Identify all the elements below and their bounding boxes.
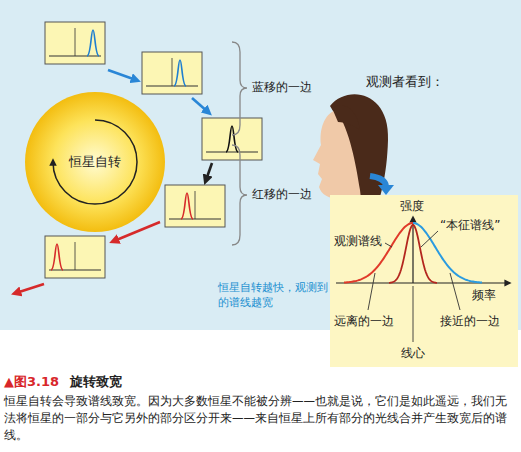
- side-label: 接近的一边: [440, 313, 500, 330]
- motion-arrow: [108, 70, 136, 80]
- side-label: 红移的一边: [252, 187, 312, 202]
- bracket: [232, 42, 247, 135]
- spectrum-box: [202, 118, 262, 160]
- curve-label: 观测谱线: [334, 233, 382, 250]
- spectrum-box: [165, 185, 225, 227]
- leader-line: [368, 273, 375, 310]
- figure-number: ▲图3.18: [4, 374, 59, 390]
- motion-arrow: [192, 98, 208, 112]
- side-label: 蓝移的一边: [252, 80, 312, 95]
- observed-line: [344, 223, 413, 283]
- frequency-axis: [336, 282, 508, 283]
- curve-label: “本征谱线”: [440, 217, 500, 234]
- view-arrow: [378, 185, 394, 195]
- leader-line: [413, 286, 414, 342]
- spectrum-box: [45, 236, 105, 278]
- bracket: [232, 145, 247, 245]
- star-body: [25, 92, 165, 232]
- figure-caption: 恒星自转会导致谱线致宽。因为大多数恒星不能被分辨——也就是说，它们是如此遥远，我…: [4, 393, 516, 444]
- star-label: 恒星自转: [69, 154, 121, 170]
- center-label: 线心: [401, 345, 425, 362]
- note-text: 恒星自转越快，观测到的谱线越宽: [218, 280, 330, 310]
- motion-arrow: [16, 284, 44, 293]
- axis-label: 频率: [472, 287, 496, 304]
- observer-label: 观测者看到：: [366, 74, 444, 90]
- spectrum-graph: 强度频率 观测谱线 “本征谱线” 远离的一边线心接近的一边: [330, 195, 518, 367]
- figure-title: 旋转致宽: [70, 374, 122, 390]
- leader-line: [450, 273, 460, 310]
- intrinsic-line: [389, 225, 437, 283]
- intensity-axis: [412, 219, 413, 283]
- rotation-arrow: [53, 120, 137, 204]
- leader-line: [421, 231, 438, 247]
- view-arrow: [370, 176, 386, 186]
- axis-label: 强度: [400, 198, 424, 215]
- spectrum-box: [45, 22, 105, 64]
- star-circle: 恒星自转: [25, 92, 165, 232]
- leader-line: [385, 243, 392, 247]
- side-label: 远离的一边: [334, 313, 394, 330]
- spectrum-box: [142, 52, 202, 94]
- motion-arrow: [206, 163, 212, 180]
